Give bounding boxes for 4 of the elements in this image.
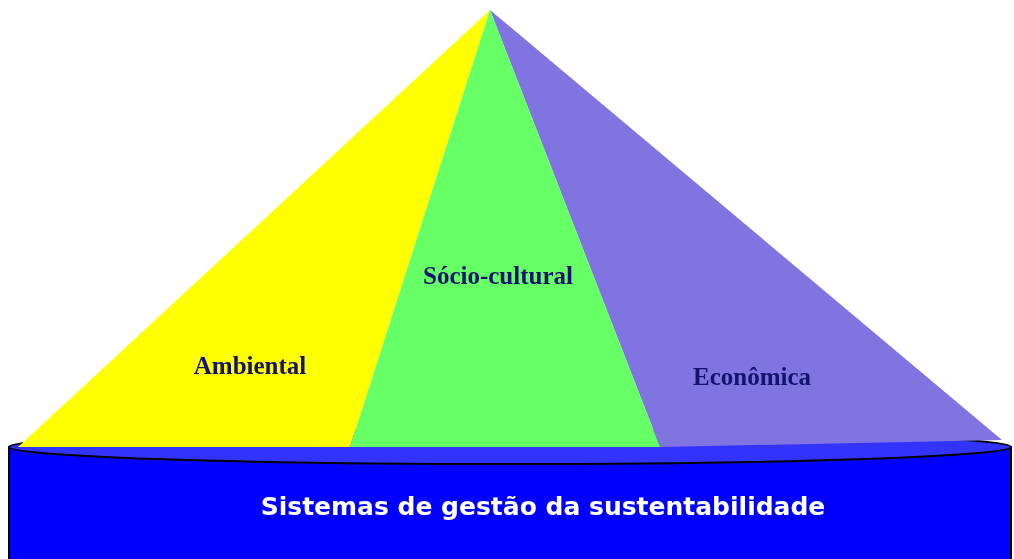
face-label: Econômica [692, 363, 811, 391]
face-label: Ambiental [193, 352, 307, 380]
face-label: Sócio-cultural [423, 262, 573, 290]
base-label: Sistemas de gestão da sustentabilidade [260, 491, 826, 521]
